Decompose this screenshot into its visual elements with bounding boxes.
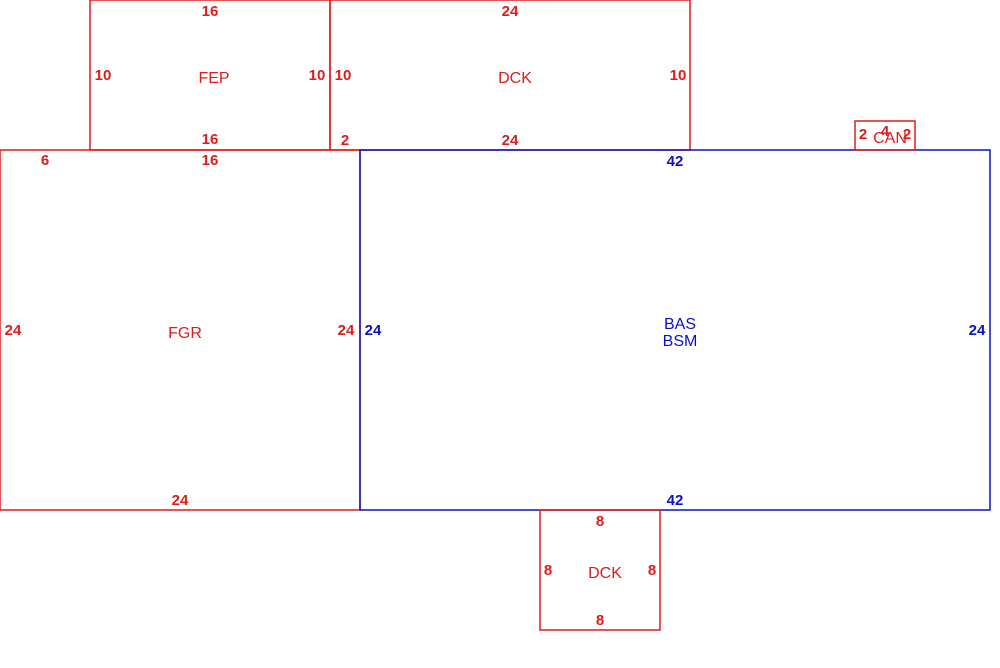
area-dck-top[interactable]: DCK 24 10 10 24	[329, 0, 691, 151]
area-dck-top-name: DCK	[498, 70, 532, 87]
area-fep-dim-top: 16	[202, 3, 219, 20]
area-dck-top-dim-top: 24	[502, 3, 519, 20]
area-bas-dim-right: 24	[969, 322, 986, 339]
area-dck-bottom-dim-bottom: 8	[596, 612, 604, 629]
area-dck-bottom-outline	[539, 509, 661, 631]
area-fgr-dim-left: 24	[5, 322, 22, 339]
area-bas-dim-left: 24	[365, 322, 382, 339]
area-dck-bottom-name: DCK	[588, 565, 622, 582]
area-can-dim-left: 2	[859, 126, 867, 143]
area-bas-outline	[359, 149, 991, 511]
area-fep-name: FEP	[198, 70, 229, 87]
area-bas-name-line-1: BAS	[664, 316, 696, 333]
area-fgr-dim-top: 16	[202, 152, 219, 169]
area-dck-bottom[interactable]: DCK 8 8 8 8	[539, 509, 661, 631]
area-bas-dim-bottom: 42	[667, 492, 684, 509]
area-can-name: CAN	[873, 130, 907, 147]
area-dck-bottom-dim-left: 8	[544, 562, 552, 579]
area-can-outline	[854, 120, 916, 151]
area-fgr-dim-bottom: 24	[172, 492, 189, 509]
area-can-dim-top: 4	[881, 123, 890, 140]
area-fep-dim-right: 10	[309, 67, 326, 84]
connector-dim-label: 2	[341, 132, 349, 149]
area-fep[interactable]: FEP 16 10 10 16	[89, 0, 331, 151]
area-fgr-dim-right: 24	[338, 322, 355, 339]
area-dck-bottom-dim-right: 8	[648, 562, 656, 579]
area-dck-top-dim-left: 10	[335, 67, 352, 84]
area-fep-dim-left: 10	[95, 67, 112, 84]
area-dck-top-dim-right: 10	[670, 67, 687, 84]
area-bas[interactable]: BAS BSM 42 24 24 42	[359, 149, 991, 511]
area-fgr-dim-top-left: 6	[41, 152, 49, 169]
area-can-dim-right: 2	[903, 126, 911, 143]
area-dck-bottom-dim-top: 8	[596, 513, 604, 530]
area-bas-dim-top: 42	[667, 153, 684, 170]
area-dck-top-dim-bottom: 24	[502, 132, 519, 149]
area-fep-dim-bottom: 16	[202, 131, 219, 148]
area-fgr-name: FGR	[168, 325, 202, 342]
area-can[interactable]: CAN 2 4 2	[854, 120, 916, 151]
area-fgr[interactable]: FGR 6 16 24 24 24	[0, 149, 361, 511]
area-bas-name-line-2: BSM	[663, 333, 698, 350]
